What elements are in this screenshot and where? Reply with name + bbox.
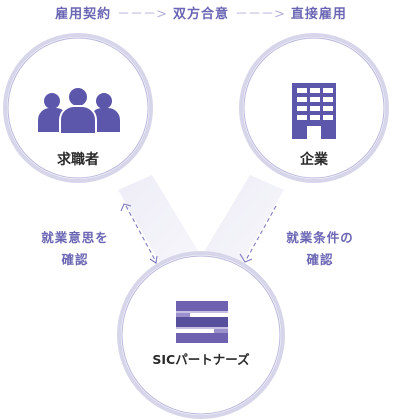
- job-seeker-circle-inner: [7, 37, 149, 179]
- building-icon: [292, 83, 336, 139]
- sic-logo-icon: [176, 301, 228, 343]
- dashed-arrow-left: [125, 205, 156, 261]
- flow-header: 雇用契約 －－－> 双方合意 －－－> 直接雇用: [0, 3, 402, 22]
- flow-step-direct-hire: 直接雇用: [290, 7, 347, 22]
- agency-label: SICパートナーズ: [152, 352, 250, 367]
- company-circle-inner: [243, 37, 385, 179]
- left-note-line-2: 確認: [61, 252, 89, 267]
- people-group-icon: [38, 86, 120, 135]
- left-note-line-1: 就業意思を: [41, 230, 109, 245]
- right-note: 就業条件の 確認: [275, 227, 365, 271]
- company-label: 企業: [300, 152, 328, 168]
- arrowhead-up-left: [120, 203, 132, 212]
- flow-step-contract: 雇用契約: [55, 7, 112, 22]
- flow-arrow-1: －－－>: [117, 7, 167, 22]
- right-note-line-1: 就業条件の: [286, 230, 354, 245]
- dashed-arrow-right: [245, 205, 277, 261]
- arrowhead-down-right: [239, 253, 253, 263]
- right-note-line-2: 確認: [306, 252, 334, 267]
- job-seeker-label: 求職者: [57, 152, 99, 168]
- arrowhead-down-left: [149, 255, 158, 264]
- flow-arrow-2: －－－>: [235, 7, 285, 22]
- agency-circle-inner: [121, 255, 281, 415]
- flow-step-agreement: 双方合意: [172, 7, 229, 22]
- left-note: 就業意思を 確認: [30, 227, 120, 271]
